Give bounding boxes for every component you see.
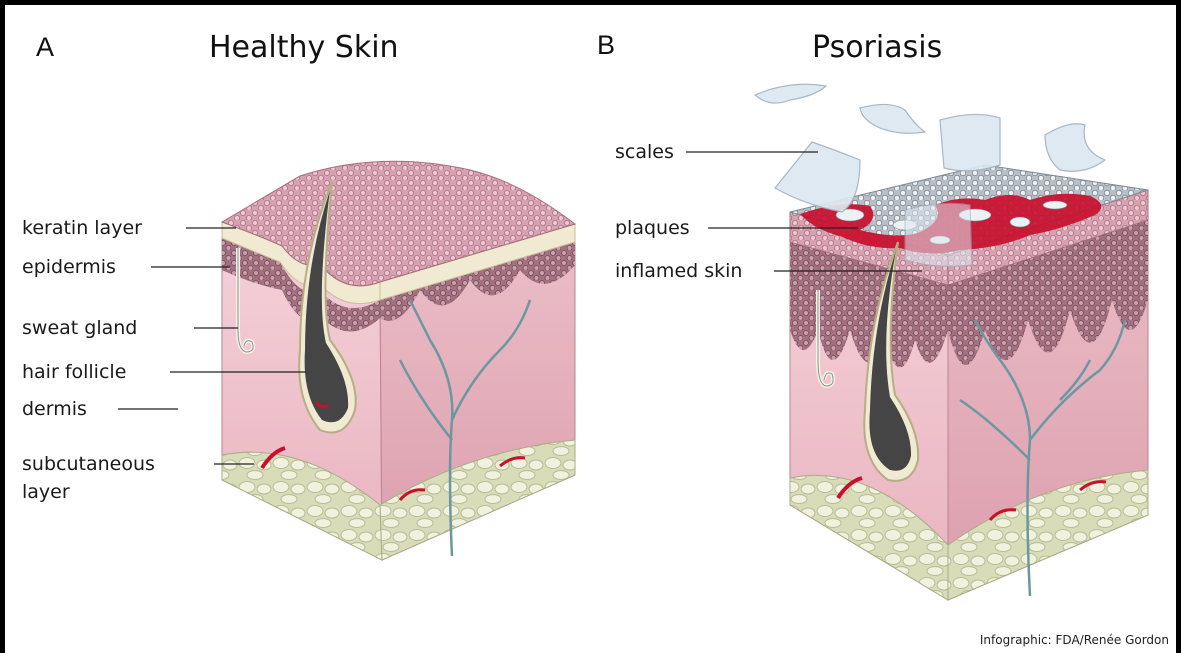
- panel-b-letter: B: [597, 30, 615, 61]
- label-keratin-layer: keratin layer: [22, 216, 142, 240]
- label-sweat-gland: sweat gland: [22, 316, 137, 340]
- credit-text: Infographic: FDA/Renée Gordon: [980, 633, 1169, 647]
- healthy-skin-block: [222, 161, 575, 560]
- label-scales: scales: [615, 140, 674, 164]
- panel-a-letter: A: [36, 32, 54, 63]
- label-layer: layer: [22, 480, 70, 504]
- label-plaques: plaques: [615, 216, 690, 240]
- label-subcutaneous: subcutaneous: [22, 452, 155, 476]
- label-hair-follicle: hair follicle: [22, 360, 126, 384]
- panel-b-title: Psoriasis: [812, 30, 942, 65]
- label-dermis: dermis: [22, 397, 87, 421]
- label-epidermis: epidermis: [22, 255, 116, 279]
- panel-a-title: Healthy Skin: [209, 30, 399, 65]
- label-inflamed-skin: inflamed skin: [615, 259, 742, 283]
